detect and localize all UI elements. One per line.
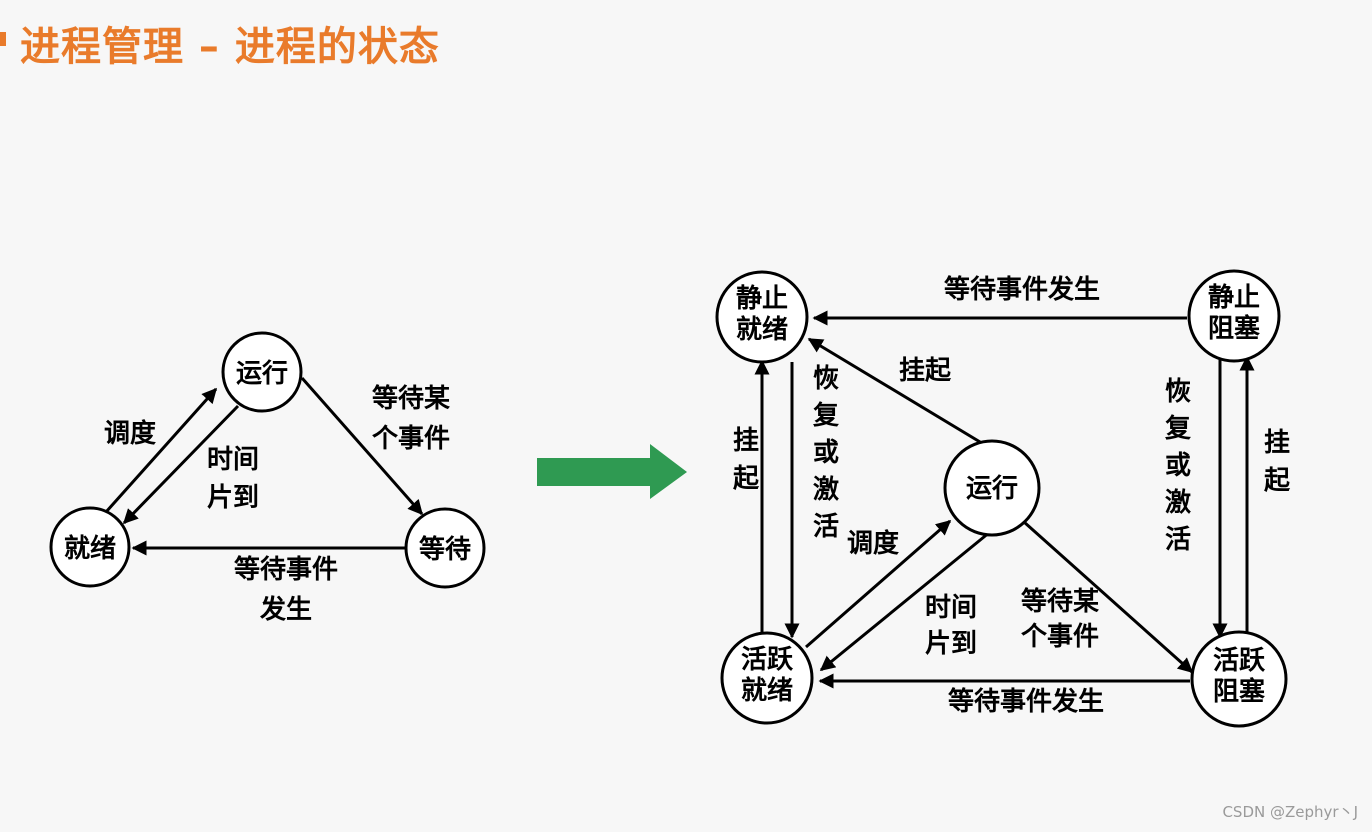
- node-running: 运行: [221, 331, 303, 413]
- label-timeslice-line2: 片到: [925, 629, 977, 659]
- three-state-diagram: 运行 就绪 等待 调度 时间 片到 等待某 个事件 等待事件 发生: [49, 331, 486, 625]
- node-ready: 就绪: [49, 506, 131, 588]
- label-resume-left-char5: 活: [813, 512, 839, 542]
- label-resume-right-char3: 或: [1165, 451, 1191, 481]
- edge-ready-to-running: [104, 387, 218, 513]
- transition-arrow: [537, 444, 687, 499]
- node-waiting: 等待: [404, 507, 486, 589]
- label-resume-right-char5: 活: [1165, 525, 1191, 555]
- svg-text:等待: 等待: [419, 534, 471, 565]
- label-timeslice-line1: 时间: [925, 593, 977, 623]
- svg-text:静止: 静止: [1208, 282, 1260, 313]
- edge-running-to-waiting: [300, 377, 424, 516]
- svg-text:阻塞: 阻塞: [1208, 313, 1260, 344]
- svg-text:运行: 运行: [966, 473, 1018, 504]
- label-event-occurs-bottom: 等待事件发生: [948, 686, 1104, 717]
- label-resume-left-char1: 恢: [813, 364, 839, 394]
- svg-text:活跃: 活跃: [1213, 646, 1266, 676]
- label-wait-event-line2: 个事件: [1021, 622, 1099, 652]
- label-timeslice-line2: 片到: [207, 483, 259, 513]
- watermark: CSDN @Zephyr丶J: [1222, 803, 1358, 821]
- label-event-occurs-top: 等待事件发生: [944, 274, 1100, 305]
- label-suspend-from-running: 挂起: [899, 356, 952, 386]
- node-static-ready: 静止 就绪: [715, 270, 809, 364]
- node-active-blocked: 活跃 阻塞: [1190, 630, 1288, 728]
- label-wait-event-line1: 等待某: [372, 383, 450, 414]
- svg-text:就绪: 就绪: [64, 533, 116, 564]
- node-running: 运行: [943, 439, 1041, 537]
- label-suspend-left-char2: 起: [733, 464, 760, 494]
- label-suspend-left-char1: 挂: [733, 426, 759, 456]
- label-wait-event-line1: 等待某: [1021, 586, 1099, 617]
- label-schedule: 调度: [847, 528, 899, 559]
- label-resume-left-char2: 复: [813, 401, 840, 431]
- five-state-diagram: 静止 就绪 静止 阻塞 运行 活跃 就绪 活跃 阻塞 等待事件发生 等待事件发生…: [715, 269, 1291, 728]
- edge-running-to-ready: [122, 404, 240, 525]
- label-timeslice-line1: 时间: [207, 445, 259, 475]
- label-resume-left-char3: 或: [813, 438, 839, 468]
- label-schedule: 调度: [104, 418, 156, 449]
- label-event-occurs-line2: 发生: [259, 594, 312, 625]
- svg-text:就绪: 就绪: [741, 675, 793, 706]
- edge-running-to-active-ready: [819, 530, 991, 672]
- svg-text:静止: 静止: [736, 283, 788, 314]
- label-suspend-right-char2: 起: [1264, 466, 1291, 496]
- svg-text:就绪: 就绪: [736, 314, 788, 345]
- node-static-blocked: 静止 阻塞: [1187, 269, 1281, 363]
- label-resume-left-char4: 激: [813, 474, 839, 505]
- svg-text:活跃: 活跃: [741, 645, 794, 675]
- slide-title: 进程管理 – 进程的状态: [20, 24, 440, 70]
- node-active-ready: 活跃 就绪: [720, 631, 814, 725]
- label-wait-event-line2: 个事件: [372, 424, 450, 454]
- label-event-occurs-line1: 等待事件: [234, 554, 338, 585]
- edge-active-ready-to-running: [805, 519, 952, 649]
- label-resume-right-char2: 复: [1165, 414, 1192, 444]
- svg-text:阻塞: 阻塞: [1213, 676, 1265, 707]
- svg-text:运行: 运行: [236, 358, 288, 389]
- title-bullet-mark: [0, 32, 6, 46]
- label-resume-right-char1: 恢: [1165, 377, 1191, 407]
- edge-running-to-static-ready: [807, 337, 991, 450]
- label-suspend-right-char1: 挂: [1264, 428, 1290, 458]
- edge-running-to-active-blocked: [1023, 520, 1194, 674]
- label-resume-right-char4: 激: [1165, 487, 1191, 518]
